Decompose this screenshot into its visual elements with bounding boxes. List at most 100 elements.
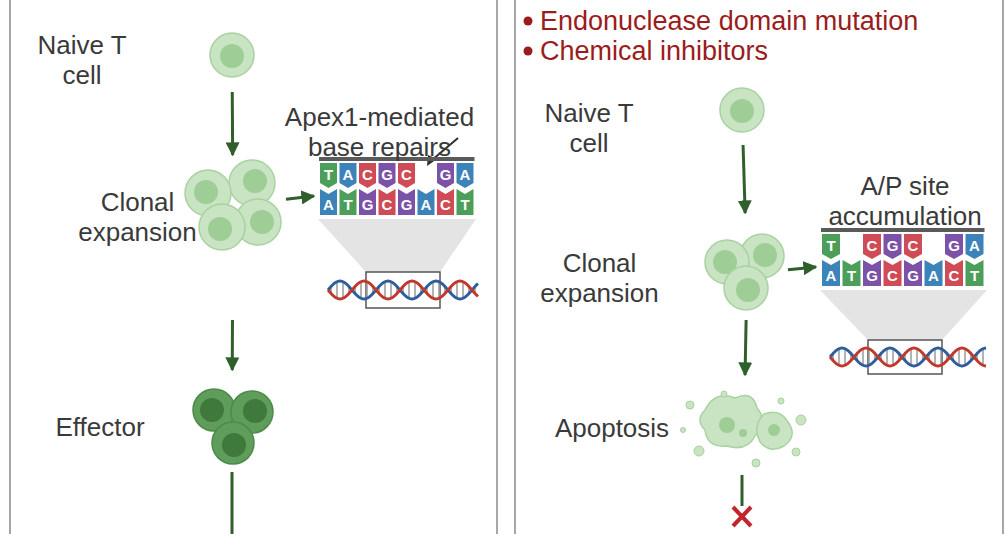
- base-letter: G: [398, 195, 415, 215]
- effector-cell: [212, 422, 254, 464]
- helix-rung: [916, 349, 918, 366]
- helix-rung: [414, 282, 416, 299]
- base-letter: C: [863, 236, 881, 256]
- nucleus-fragment: [768, 424, 780, 436]
- cell-nucleus: [730, 99, 754, 123]
- flow-line: [741, 475, 744, 506]
- helix-rung: [408, 282, 410, 299]
- base-tile: [966, 260, 984, 286]
- node-label: Apoptosis: [547, 413, 677, 443]
- cell-fragment: [700, 396, 763, 448]
- base-tile: [945, 234, 963, 259]
- t-cell: [210, 33, 254, 77]
- base-letter: C: [359, 165, 376, 185]
- t-cell: [199, 204, 245, 250]
- helix-rung: [366, 282, 368, 299]
- helix-rung: [958, 349, 960, 366]
- helix-rung: [432, 282, 434, 299]
- node-label: Apex1-mediated base repairs: [272, 102, 487, 162]
- base-tile: [320, 163, 337, 188]
- base-letter: G: [904, 266, 922, 286]
- helix-rung: [360, 282, 362, 299]
- nucleus-fragment: [739, 429, 747, 437]
- base-tile: [904, 260, 922, 286]
- cell-group: Apoptosis: [688, 395, 800, 465]
- node-label: A/P site accumulation: [825, 171, 985, 231]
- block-mark: [733, 507, 751, 526]
- helix-rung: [438, 282, 440, 299]
- cell-nucleus: [243, 399, 267, 423]
- helix-rung: [886, 349, 888, 366]
- cell-nucleus: [200, 398, 224, 422]
- base-tile: [843, 260, 861, 286]
- cell-fragment: [778, 398, 784, 404]
- base-tile: [966, 234, 984, 259]
- base-tile: [822, 260, 840, 286]
- helix-rung: [456, 282, 458, 299]
- cell-fragment: [752, 459, 760, 467]
- cell-group: Clonal expansion: [712, 238, 782, 310]
- helix-rung: [838, 349, 840, 366]
- base-tile: [884, 234, 902, 259]
- cell-group: Clonal expansion: [186, 160, 280, 250]
- panel-frame: [515, 0, 1003, 534]
- node-label: Clonal expansion: [537, 248, 662, 308]
- base-letter: G: [884, 236, 902, 256]
- base-letter: G: [863, 266, 881, 286]
- cell-nucleus: [208, 217, 232, 241]
- helix-rung: [390, 282, 392, 299]
- cell-fragment: [792, 448, 800, 456]
- cell-fragment: [681, 428, 686, 433]
- cell-group: Naive T cell: [210, 33, 254, 77]
- helix-rung: [910, 349, 912, 366]
- block-mark: [733, 507, 751, 526]
- cell-fragment: [721, 391, 727, 397]
- base-letter: C: [945, 266, 963, 286]
- zoom-funnel: [820, 290, 987, 340]
- cell-nucleus: [222, 433, 246, 457]
- dna-sequence: Apex1-mediated base repairs: [318, 157, 476, 217]
- base-letter: A: [418, 195, 435, 215]
- base-tile: [884, 260, 902, 286]
- base-letter: A: [925, 266, 943, 286]
- helix-rung: [964, 349, 966, 366]
- base-tile: [398, 163, 415, 188]
- helix-rung: [342, 282, 344, 299]
- cell-group: Naive T cell: [720, 88, 764, 132]
- base-tile: [320, 189, 337, 215]
- bullet-text: Endonuclease domain mutation: [540, 6, 918, 36]
- base-letter: A: [457, 165, 474, 185]
- base-letter: T: [966, 266, 984, 286]
- base-tile: [457, 189, 474, 215]
- base-letter: T: [843, 266, 861, 286]
- base-letter: G: [359, 195, 376, 215]
- base-tile: [457, 163, 474, 188]
- base-letter: T: [457, 195, 474, 215]
- cell-nucleus: [243, 169, 267, 193]
- cell-fragment: [757, 412, 792, 449]
- helix-strand: [328, 281, 478, 299]
- dna-sequence: A/P site accumulation: [820, 228, 986, 288]
- helix-rung: [862, 349, 864, 366]
- base-letter: A: [966, 236, 984, 256]
- base-letter: C: [379, 195, 396, 215]
- flow-arrow: [231, 92, 234, 155]
- sequence-tiles: [319, 157, 985, 286]
- flow-arrow: [286, 196, 314, 199]
- t-cell: [724, 266, 768, 310]
- base-letter: A: [340, 165, 357, 185]
- base-tile: [437, 163, 454, 188]
- base-letter: G: [379, 165, 396, 185]
- base-letter: G: [945, 236, 963, 256]
- base-letter: A: [320, 195, 337, 215]
- cell-fragment: [796, 415, 806, 425]
- node-label: Naive T cell: [534, 98, 644, 158]
- base-letter: C: [398, 165, 415, 185]
- flow-arrow: [745, 320, 746, 375]
- base-tile: [340, 163, 357, 188]
- helix-rung: [982, 349, 984, 366]
